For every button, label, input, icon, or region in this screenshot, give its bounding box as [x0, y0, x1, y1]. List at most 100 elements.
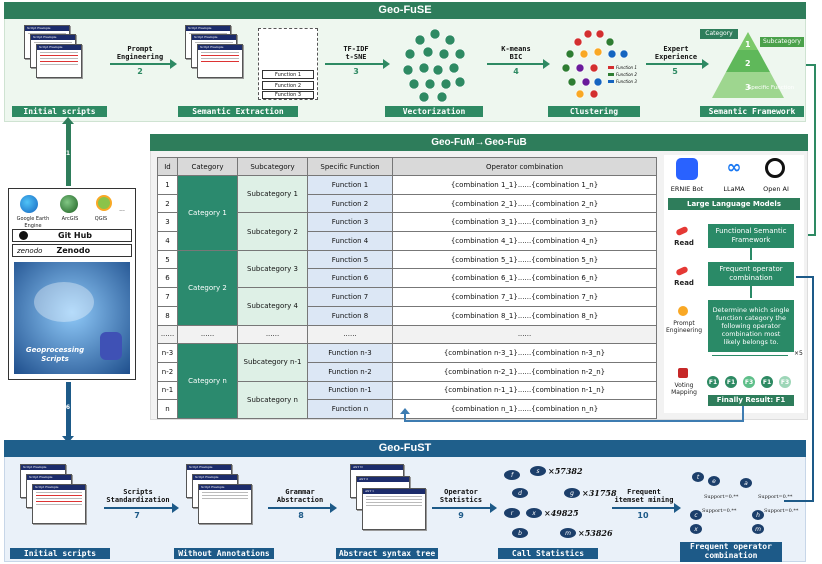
ast-1-label: AST 1	[363, 489, 425, 494]
fust-step-9: 9	[458, 511, 464, 520]
header-category: Category	[177, 157, 238, 176]
row-id: 4	[157, 231, 178, 251]
fust-stage-without-annotations: Without Annotations	[174, 548, 274, 559]
op-node: b	[512, 528, 528, 538]
category-cell: Category 1	[177, 175, 238, 251]
qgis-icon	[96, 195, 112, 211]
combination-cell: {combination 7_1}......{combination 7_n}	[392, 287, 657, 307]
cluster-legend-2: Function 2	[616, 72, 637, 77]
pyramid-level-2: 2	[745, 59, 751, 68]
cluster-legend-1: Function 1	[616, 65, 637, 70]
fuse-stage-vectorization: Vectorization	[385, 106, 483, 117]
fuse-step-5: 5	[672, 67, 678, 76]
fuse-arrow-tfidf: TF-IDF t-SNE	[343, 45, 369, 61]
row-id: 5	[157, 249, 178, 270]
table-row: n-1 Subcategory n Function n-1 {combinat…	[157, 380, 657, 419]
fuse-stage-initial-scripts: Initial scripts	[12, 106, 107, 117]
row-id: 6	[157, 268, 178, 289]
tool-more-label: ...	[119, 206, 125, 213]
op-node: c	[690, 510, 702, 520]
combination-cell: {combination n-1_1}......{combination n-…	[392, 380, 657, 401]
subcategory-cell: ......	[237, 324, 308, 345]
row-id: 3	[157, 212, 178, 233]
row-id: n-3	[157, 343, 178, 363]
combination-cell: {combination 3_1}......{combination 3_n}	[392, 212, 657, 233]
op-node: x	[690, 524, 702, 534]
function-cell: Function 6	[307, 268, 393, 289]
combination-cell: {combination n-3_1}......{combination n-…	[392, 343, 657, 363]
fust-stage-call-statistics: Call Statistics	[498, 548, 598, 559]
header-specific-function: Specific Function	[307, 157, 393, 176]
combination-cell: {combination n_1}......{combination n_n}	[392, 399, 657, 419]
combination-cell: {combination n-2_1}......{combination n-…	[392, 361, 657, 382]
table-row: 5 Category 2 Subcategory 3 Function 5 {c…	[157, 249, 657, 326]
zenodo-logo: zenodo	[17, 246, 43, 255]
vote-node: F3	[742, 375, 756, 389]
openai-icon	[765, 158, 785, 178]
function-cell: Function 2	[307, 193, 393, 214]
llm-title: Large Language Models	[686, 199, 781, 208]
fust-arrow-frequent-itemset: Frequent itemset mining	[614, 488, 674, 504]
table-row: 1 Category 1 Subcategory 1 Function 1 {c…	[157, 174, 657, 251]
pyramid-level-3: 3	[745, 83, 751, 92]
google-earth-engine-icon	[20, 195, 38, 213]
cluster-legend-3: Function 3	[616, 79, 637, 84]
function-cell: Function 4	[307, 231, 393, 251]
read-label-2: Read	[674, 279, 694, 287]
header-subcategory: Subcategory	[237, 157, 308, 176]
fumb-title-bar: Geo-FuM→Geo-FuB	[150, 134, 808, 151]
subcategory-cell: Subcategory 1	[237, 174, 308, 214]
model-llama-label: LLaMA	[723, 185, 745, 193]
model-openai-label: Open AI	[763, 185, 789, 193]
fuse-stage-semantic-extraction: Semantic Extraction	[178, 106, 298, 117]
op-node: s	[530, 466, 546, 476]
zenodo-label: Zenodo	[56, 246, 91, 255]
support-3: Support=0.**	[702, 508, 737, 514]
support-1: Support=0.**	[704, 494, 739, 500]
fust-step-10: 10	[637, 511, 649, 520]
fust-stage-frequent-combination: Frequent operator combination	[680, 542, 782, 562]
op-node: x	[526, 508, 542, 518]
combination-cell: {combination 4_1}......{combination 4_n}	[392, 231, 657, 251]
final-result-box: Finally Result: F1	[708, 395, 794, 406]
functional-semantic-box: Functional Semantic Framework	[708, 224, 794, 248]
row-id: 8	[157, 305, 178, 326]
function-cell: Function 3	[307, 212, 393, 233]
vote-node: F1	[706, 375, 720, 389]
database-icon	[100, 332, 122, 360]
op-node: m	[752, 524, 764, 534]
fust-step-8: 8	[298, 511, 304, 520]
step-6: 6	[65, 404, 71, 411]
function-cell: Function n	[307, 399, 393, 419]
subcategory-cell: Subcategory n	[237, 380, 308, 419]
semantic-function-1: Function 1	[262, 70, 314, 79]
arcgis-icon	[60, 195, 78, 213]
combination-cell: {combination 5_1}......{combination 5_n}	[392, 249, 657, 270]
op-node: a	[740, 478, 752, 488]
geoprocessing-scripts-image: Geoprocessing Scripts	[14, 262, 130, 374]
fuse-arrow-kmeans: K-means BIC	[501, 45, 531, 61]
support-2: Support=0.**	[758, 494, 793, 500]
model-ernie-label: ERNIE Bot	[670, 185, 704, 193]
llama-icon: ∞	[726, 157, 742, 178]
stat-value-1: ×57382	[548, 466, 583, 476]
fust-step-7: 7	[134, 511, 140, 520]
op-node: h	[752, 510, 764, 520]
fuse-title-bar: Geo-FuSE	[4, 2, 806, 19]
geoprocessing-label: Geoprocessing Scripts	[25, 346, 85, 363]
fuse-arrow-prompt-engineering: Prompt Engineering	[116, 45, 164, 61]
fuse-step-2: 2	[137, 67, 143, 76]
table-row: 7 Subcategory 4 Function 7 {combination …	[157, 287, 657, 326]
ast-n-label: AST N	[351, 465, 403, 470]
fust-arrow-grammar: Grammar Abstraction	[276, 488, 324, 504]
function-cell: Function n-2	[307, 361, 393, 382]
prompt-engineering-label: Prompt Engineering	[666, 320, 702, 334]
function-cell: Function 5	[307, 249, 393, 270]
op-node: f	[504, 470, 520, 480]
combination-cell: {combination 1_1}......{combination 1_n}	[392, 175, 657, 195]
times-label: ×5	[794, 350, 803, 357]
pyramid-specific-label: Specific Function	[747, 85, 795, 91]
table-row: 3 Subcategory 2 Function 3 {combination …	[157, 212, 657, 251]
github-box: Git Hub	[12, 229, 132, 242]
combination-cell: ......	[392, 324, 657, 345]
